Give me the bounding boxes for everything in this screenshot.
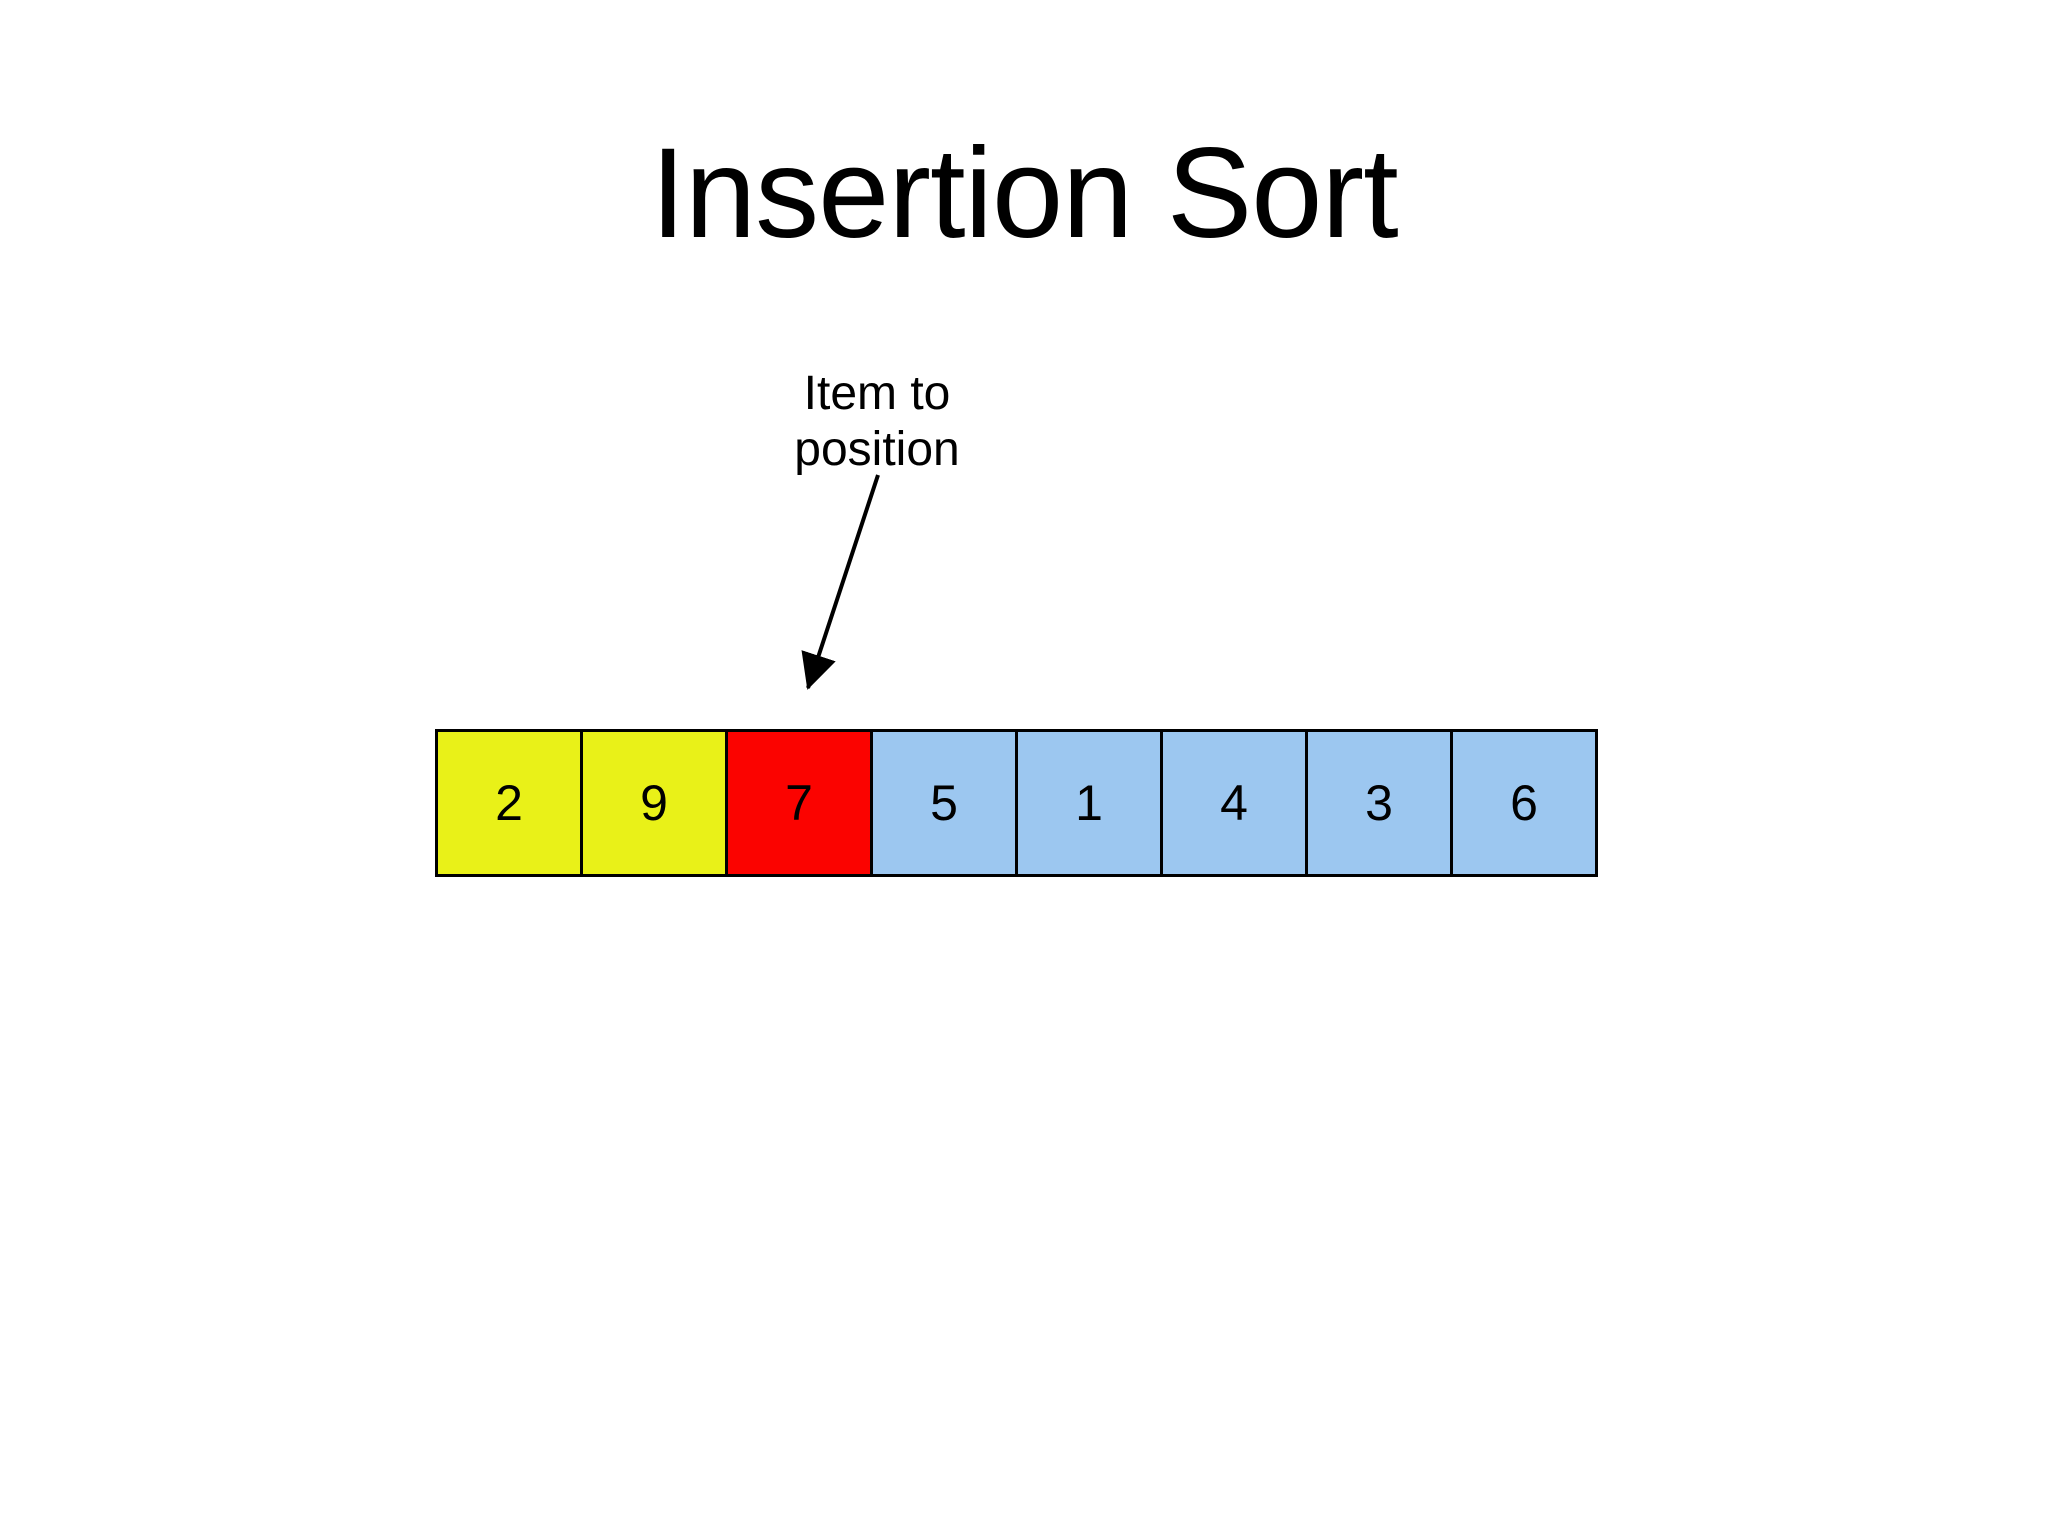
array-cell-unsorted: 3 (1305, 729, 1453, 877)
array-cell-unsorted: 1 (1015, 729, 1163, 877)
array-cell-unsorted: 4 (1160, 729, 1308, 877)
array-cell-current: 7 (725, 729, 873, 877)
array-cell-unsorted: 5 (870, 729, 1018, 877)
array-cell-unsorted: 6 (1450, 729, 1598, 877)
array-cell-sorted: 9 (580, 729, 728, 877)
arrow-line (801, 474, 880, 690)
array-cell-sorted: 2 (435, 729, 583, 877)
annotation-label: Item to position (794, 367, 960, 476)
page-title: Insertion Sort (650, 122, 1398, 265)
